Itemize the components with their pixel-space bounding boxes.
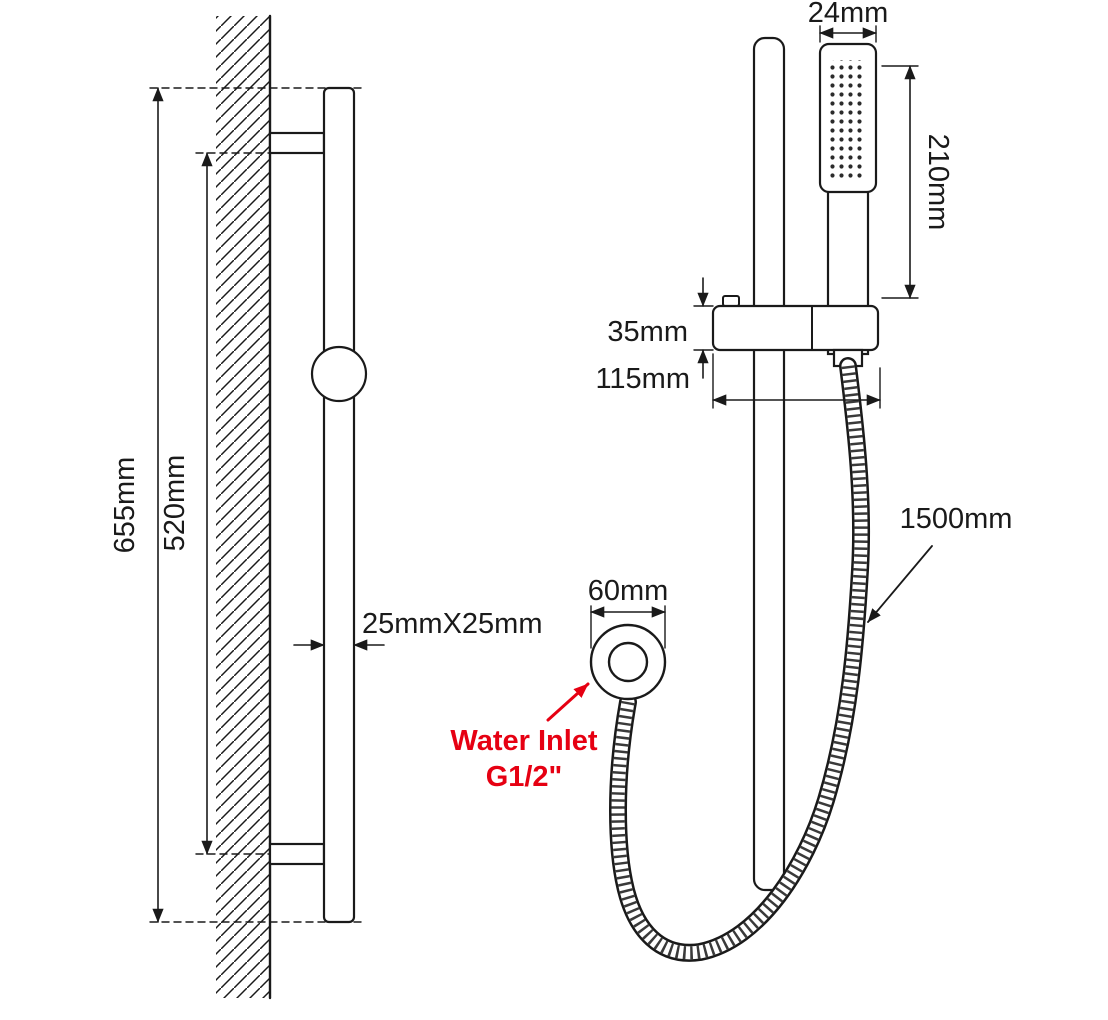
dim-head-length-label: 210mm (922, 134, 954, 231)
dim-rail-length-label: 655mm (109, 457, 141, 554)
dim-bracket-width: 115mm (595, 353, 881, 409)
dim-hose-length: 1500mm (867, 503, 1013, 623)
handheld-shower-head (818, 42, 878, 194)
water-inlet-ring (589, 623, 667, 701)
slider-knob (310, 345, 368, 403)
dim-rail-section-label: 25mmX25mm (362, 608, 543, 640)
mounting-bracket-bottom (268, 842, 326, 866)
water-inlet-label: Water Inlet (450, 725, 598, 757)
slider-bracket (711, 295, 880, 352)
dim-inlet-diameter-label: 60mm (588, 575, 669, 607)
dim-head-width-label: 24mm (808, 0, 889, 29)
dim-bracket-height-label: 35mm (607, 316, 688, 348)
slide-rail-side (322, 86, 356, 924)
dim-rail-length: 655mm (109, 87, 164, 923)
side-view: 655mm 520mm 25mmX25mm (109, 14, 543, 1000)
dim-head-length: 210mm (881, 65, 954, 299)
dim-bracket-span: 520mm (159, 152, 213, 855)
dim-inlet-diameter: 60mm (588, 575, 669, 649)
shower-hose (609, 357, 871, 962)
dim-bracket-width-label: 115mm (595, 363, 690, 395)
front-view: 24mm 210mm 35mm 115mm (450, 0, 1013, 962)
wall-hatch (216, 14, 272, 1000)
dim-rail-section: 25mmX25mm (293, 608, 543, 651)
dim-head-width: 24mm (808, 0, 889, 43)
slider-bracket-knob (722, 295, 740, 307)
water-inlet-thread-label: G1/2" (486, 761, 563, 793)
dim-bracket-span-label: 520mm (159, 455, 191, 552)
mounting-bracket-top (268, 131, 326, 155)
dim-bracket-height: 35mm (607, 277, 714, 379)
water-inlet-callout: Water Inlet G1/2" (450, 682, 598, 793)
shower-spray-face (830, 60, 866, 180)
slide-rail-front (752, 36, 786, 892)
dim-hose-length-label: 1500mm (900, 503, 1013, 535)
